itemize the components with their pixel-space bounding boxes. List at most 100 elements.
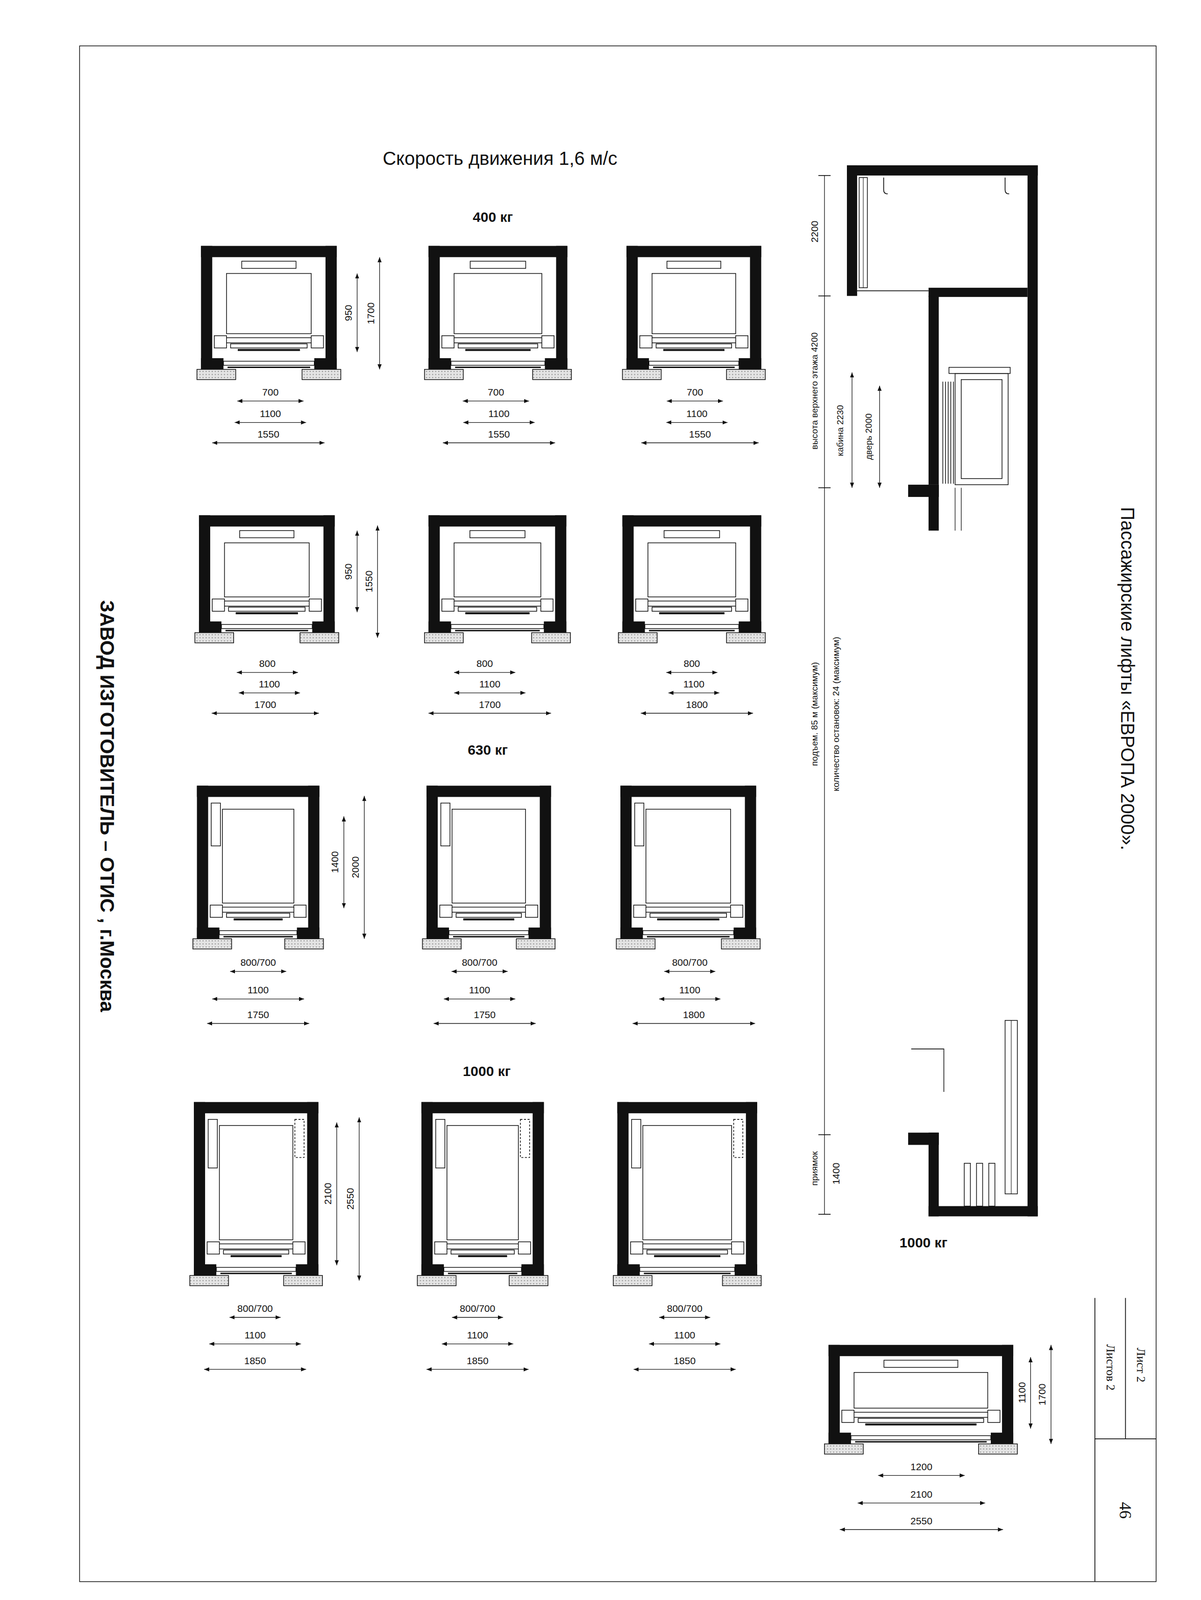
dimension-line <box>358 1117 360 1282</box>
dimension-line <box>343 816 344 909</box>
door-panel <box>649 913 727 918</box>
floor-slab <box>613 1275 653 1287</box>
buffer <box>988 1163 995 1207</box>
door-block <box>639 335 653 349</box>
dimension-label: 700 <box>262 387 279 398</box>
door-stack <box>952 381 954 484</box>
shaft-wall <box>928 484 939 531</box>
buffer <box>976 1163 983 1207</box>
shaft-wall <box>297 927 320 939</box>
door-sill <box>233 918 283 921</box>
counterweight <box>1010 1020 1012 1194</box>
door-block <box>311 335 324 349</box>
dimension-tick <box>818 487 831 489</box>
sheet-border <box>79 45 1157 1582</box>
shaft-wall <box>198 621 222 633</box>
shaft-wall <box>626 358 649 370</box>
door-block <box>540 599 554 612</box>
shaft-wall <box>738 621 761 633</box>
counterweight <box>631 1119 641 1169</box>
dimension-label: 2550 <box>345 1188 356 1211</box>
shaft-wall <box>746 1102 758 1276</box>
shaft-wall <box>555 246 568 370</box>
dimension-line <box>234 422 306 423</box>
shaft-wall <box>198 515 335 527</box>
dimension-label: 1850 <box>244 1355 267 1366</box>
door-panel <box>220 337 318 343</box>
door-panel <box>446 907 532 913</box>
dimension-label: 800/700 <box>667 1303 703 1314</box>
door-panel <box>440 1243 525 1250</box>
door-panel <box>652 607 732 612</box>
door-block <box>293 905 306 918</box>
section-note: высота верхнего этажа 4200 <box>810 332 819 450</box>
dimension-line <box>664 971 716 972</box>
shaft-wall <box>750 515 762 633</box>
dimension-line <box>229 1317 281 1318</box>
shaft-wall <box>306 1102 319 1276</box>
shaft-wall <box>428 246 568 258</box>
shaft-wall <box>426 927 449 939</box>
door-panel <box>230 343 308 349</box>
door-block <box>441 335 455 349</box>
shaft-wall <box>554 515 567 633</box>
shaft-wall <box>200 358 224 370</box>
dimension-tick <box>818 295 831 297</box>
dimension-label: 1100 <box>244 1329 266 1340</box>
dimension-label: 1400 <box>830 1162 841 1185</box>
floor-slab <box>299 632 339 644</box>
page-number: 46 <box>1116 1502 1134 1520</box>
door-block <box>518 1242 531 1255</box>
dimension-label: 1100 <box>469 985 491 995</box>
door-panel <box>226 913 290 918</box>
shaft-wall <box>528 927 552 939</box>
dimension-tick <box>818 1214 831 1216</box>
shaft-wall <box>617 1102 629 1276</box>
floor-slab <box>424 369 464 380</box>
door-block <box>212 599 225 612</box>
dimension-line <box>462 400 530 402</box>
dimension-line <box>211 713 319 714</box>
shaft-wall <box>622 515 634 633</box>
door-panel <box>218 601 316 607</box>
dimension-label: 950 <box>342 304 353 321</box>
cabin-outline <box>652 273 736 335</box>
landing-door <box>448 930 529 936</box>
shaft-wall <box>540 785 552 939</box>
dimension-line <box>878 1475 966 1477</box>
counterweight <box>211 803 221 847</box>
dimension-line <box>659 998 721 1000</box>
cabin-inner <box>961 379 1003 479</box>
cabin-outline <box>452 809 526 904</box>
landing-sill <box>453 936 525 938</box>
dimension-label: 1100 <box>479 678 501 689</box>
door-panel <box>847 1412 994 1418</box>
counterweight <box>1005 1020 1018 1194</box>
landing-sill <box>854 1441 987 1443</box>
cabin-outline <box>447 1125 519 1241</box>
dimension-label: 1850 <box>466 1355 489 1366</box>
door-panel <box>223 1250 289 1255</box>
landing-sill <box>223 936 293 938</box>
speed-heading: Скорость движения 1,6 м/с <box>382 149 618 168</box>
floor-slab <box>422 938 462 950</box>
door-block <box>439 905 452 918</box>
dimension-label: 700 <box>686 387 704 398</box>
dimension-label: 1550 <box>363 570 374 593</box>
dimension-label: 2100 <box>322 1183 333 1206</box>
dimension-tick <box>818 175 831 177</box>
door-stack <box>950 381 952 484</box>
shaft-wall <box>193 1102 319 1114</box>
dimension-line <box>451 971 508 972</box>
dimension-label: 700 <box>487 387 505 398</box>
landing-sill <box>447 1272 518 1275</box>
dimension-label: 1100 <box>258 678 280 689</box>
sheet-count: Листов 2 <box>1104 1344 1117 1391</box>
floor-slab <box>189 1275 229 1287</box>
shaft-wall <box>617 1102 758 1114</box>
shaft-wall <box>325 246 337 370</box>
dimension-tick <box>818 1134 831 1136</box>
door-sill <box>663 348 725 351</box>
